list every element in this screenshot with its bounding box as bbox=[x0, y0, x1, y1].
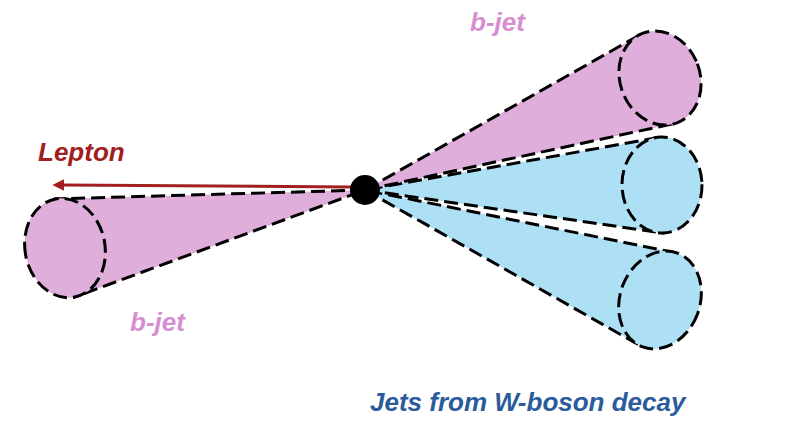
lepton-label: Lepton bbox=[38, 138, 125, 167]
b-jet-label: b-jet bbox=[470, 8, 525, 37]
b-jet-cone bbox=[16, 190, 365, 305]
b-jet-label: b-jet bbox=[130, 308, 185, 337]
vertex-dot bbox=[350, 175, 380, 205]
b-jet-cone bbox=[365, 19, 714, 190]
lepton-arrow bbox=[62, 185, 352, 187]
w-jets-label: Jets from W-boson decay bbox=[370, 388, 685, 417]
